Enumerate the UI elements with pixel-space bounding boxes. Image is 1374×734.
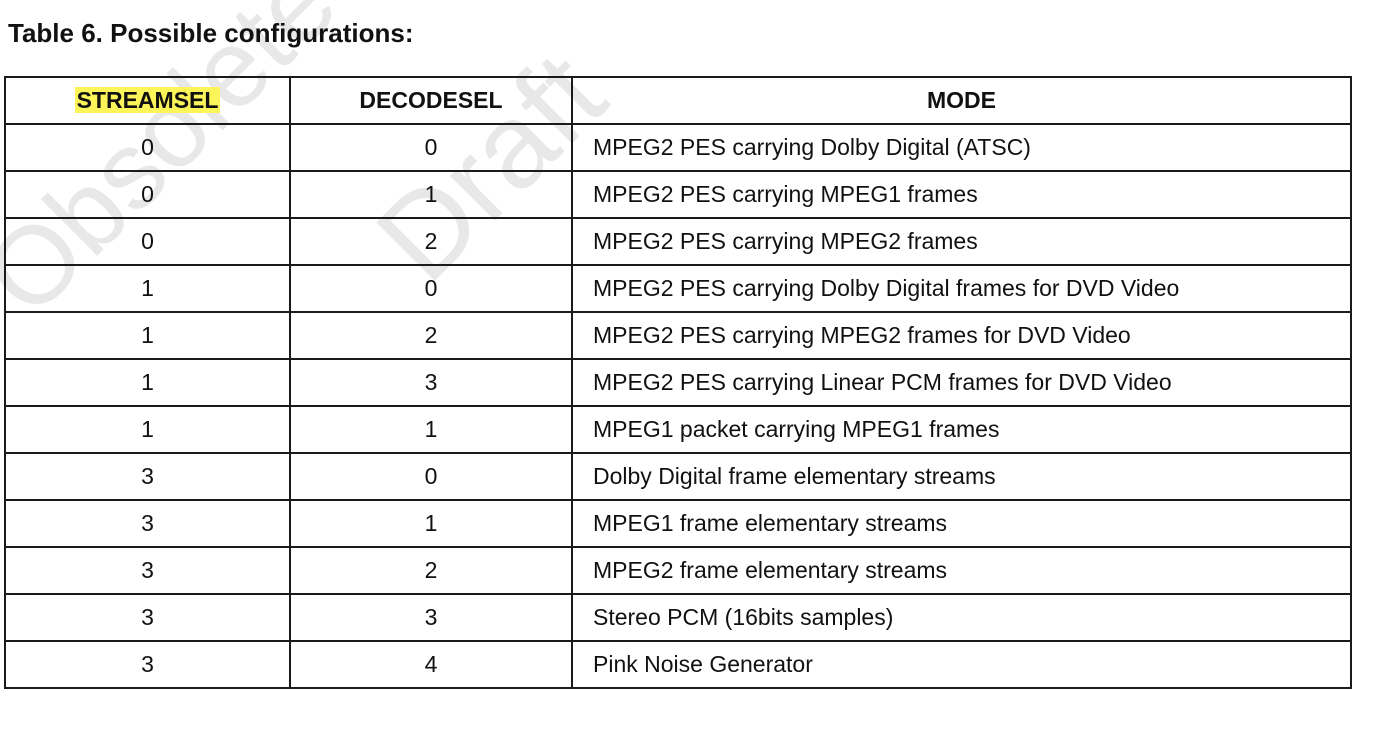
cell-mode: MPEG2 PES carrying MPEG2 frames for DVD …	[571, 311, 1352, 360]
cell-streamsel: 3	[4, 640, 291, 689]
cell-streamsel: 0	[4, 217, 291, 266]
table-row: 3 1 MPEG1 frame elementary streams	[4, 499, 1352, 548]
table-row: 3 4 Pink Noise Generator	[4, 640, 1352, 689]
highlighted-header-text: STREAMSEL	[74, 87, 221, 113]
table-row: 0 2 MPEG2 PES carrying MPEG2 frames	[4, 217, 1352, 266]
cell-streamsel: 1	[4, 311, 291, 360]
cell-streamsel: 3	[4, 452, 291, 501]
table-row: 3 2 MPEG2 frame elementary streams	[4, 546, 1352, 595]
cell-decodesel: 1	[289, 170, 573, 219]
cell-streamsel: 1	[4, 405, 291, 454]
header-streamsel: STREAMSEL	[4, 76, 291, 125]
cell-streamsel: 0	[4, 123, 291, 172]
cell-mode: Stereo PCM (16bits samples)	[571, 593, 1352, 642]
cell-streamsel: 3	[4, 499, 291, 548]
cell-decodesel: 0	[289, 123, 573, 172]
table-row: 0 0 MPEG2 PES carrying Dolby Digital (AT…	[4, 123, 1352, 172]
table-row: 1 1 MPEG1 packet carrying MPEG1 frames	[4, 405, 1352, 454]
cell-decodesel: 3	[289, 358, 573, 407]
cell-mode: MPEG2 PES carrying MPEG2 frames	[571, 217, 1352, 266]
cell-decodesel: 2	[289, 311, 573, 360]
cell-streamsel: 1	[4, 264, 291, 313]
cell-decodesel: 4	[289, 640, 573, 689]
table-row: 3 0 Dolby Digital frame elementary strea…	[4, 452, 1352, 501]
cell-mode: MPEG2 frame elementary streams	[571, 546, 1352, 595]
cell-mode: Pink Noise Generator	[571, 640, 1352, 689]
cell-decodesel: 0	[289, 452, 573, 501]
table-row: 1 2 MPEG2 PES carrying MPEG2 frames for …	[4, 311, 1352, 360]
table-row: 3 3 Stereo PCM (16bits samples)	[4, 593, 1352, 642]
table-header-row: STREAMSEL DECODESEL MODE	[4, 76, 1352, 125]
cell-mode: MPEG2 PES carrying Linear PCM frames for…	[571, 358, 1352, 407]
cell-decodesel: 1	[289, 405, 573, 454]
cell-decodesel: 2	[289, 546, 573, 595]
configurations-table: STREAMSEL DECODESEL MODE 0 0 MPEG2 PES c…	[4, 76, 1352, 689]
cell-streamsel: 0	[4, 170, 291, 219]
cell-mode: MPEG1 packet carrying MPEG1 frames	[571, 405, 1352, 454]
cell-mode: Dolby Digital frame elementary streams	[571, 452, 1352, 501]
cell-streamsel: 1	[4, 358, 291, 407]
cell-mode: MPEG2 PES carrying Dolby Digital frames …	[571, 264, 1352, 313]
cell-streamsel: 3	[4, 546, 291, 595]
cell-mode: MPEG2 PES carrying MPEG1 frames	[571, 170, 1352, 219]
table-row: 1 0 MPEG2 PES carrying Dolby Digital fra…	[4, 264, 1352, 313]
cell-mode: MPEG2 PES carrying Dolby Digital (ATSC)	[571, 123, 1352, 172]
table-title: Table 6. Possible configurations:	[8, 18, 414, 48]
header-mode: MODE	[571, 76, 1352, 125]
cell-decodesel: 2	[289, 217, 573, 266]
cell-mode: MPEG1 frame elementary streams	[571, 499, 1352, 548]
table-row: 0 1 MPEG2 PES carrying MPEG1 frames	[4, 170, 1352, 219]
cell-decodesel: 1	[289, 499, 573, 548]
table-row: 1 3 MPEG2 PES carrying Linear PCM frames…	[4, 358, 1352, 407]
cell-streamsel: 3	[4, 593, 291, 642]
header-decodesel: DECODESEL	[289, 76, 573, 125]
cell-decodesel: 0	[289, 264, 573, 313]
cell-decodesel: 3	[289, 593, 573, 642]
